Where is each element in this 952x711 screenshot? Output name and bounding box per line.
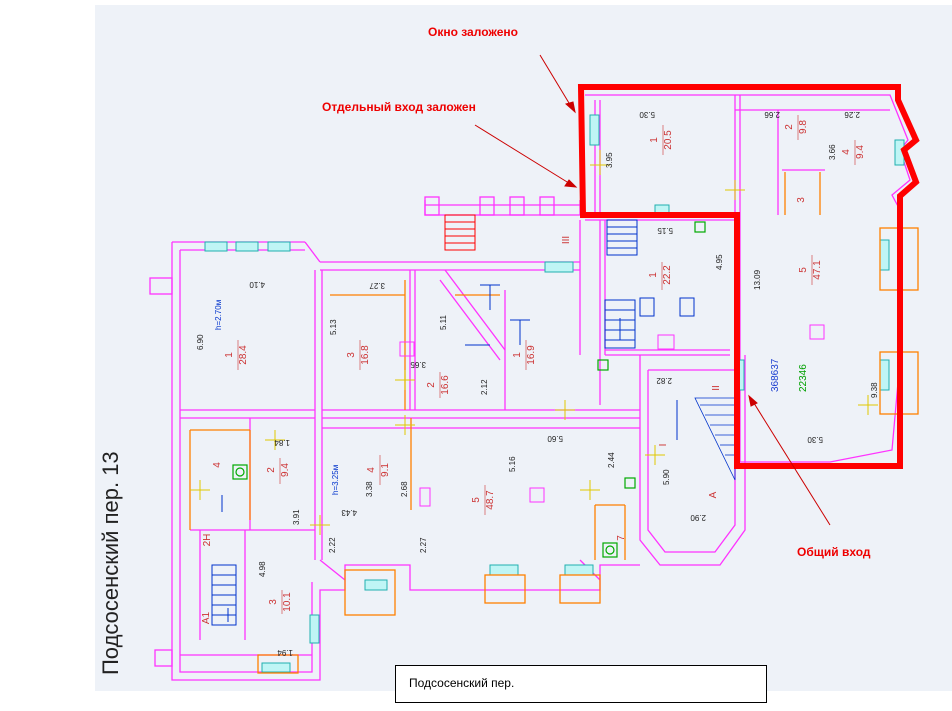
- room-number: 1: [649, 137, 660, 143]
- ceiling-height: h=3.25м: [331, 465, 340, 495]
- dimension: 3.65: [410, 360, 426, 369]
- room-number: 2: [266, 467, 277, 473]
- room-area: 9.4: [280, 463, 291, 477]
- dimension: 2.26: [844, 110, 860, 119]
- dimension: 2.12: [480, 379, 489, 395]
- highlighted-area-outline: [577, 84, 920, 469]
- dimension: 13.09: [753, 269, 762, 290]
- room-number: 4: [841, 149, 852, 155]
- room-area: 16.8: [360, 345, 371, 365]
- dimension: 1.94: [277, 648, 293, 657]
- room-number: I: [658, 444, 669, 447]
- equipment-icons: [232, 221, 706, 558]
- street-side-label: Подсосенский пер. 13: [98, 451, 123, 675]
- plan-background: [95, 5, 952, 691]
- dimension: 3.38: [365, 481, 374, 497]
- dimension: 2.82: [656, 376, 672, 385]
- room-area: 47.1: [812, 260, 823, 280]
- dimension: 2.27: [419, 537, 428, 553]
- dimension: 3.66: [828, 144, 837, 160]
- dimension-labels: 5.30 2.66 2.26 3.95 3.66 13.09 4.95 5.15…: [196, 110, 879, 657]
- dimension: 2.68: [400, 481, 409, 497]
- red-stairs: [444, 214, 476, 251]
- room-number: 5: [471, 497, 482, 503]
- room-number: 5: [798, 267, 809, 273]
- room-number: 3: [268, 599, 279, 605]
- dimension: 2.22: [328, 537, 337, 553]
- room-number: 3: [796, 197, 807, 203]
- room-area: 9.4: [855, 145, 866, 159]
- room-area: 9.1: [380, 463, 391, 477]
- room-number: 2Н: [202, 534, 213, 547]
- dimension: 2.44: [607, 452, 616, 468]
- dimension: 5.30: [807, 435, 823, 444]
- room-number: II: [711, 385, 722, 391]
- room-number: 2: [784, 124, 795, 130]
- dimension: 3.91: [292, 509, 301, 525]
- dimension: 5.15: [657, 226, 673, 235]
- separate-entrance-label: Отдельный вход заложен: [322, 100, 476, 114]
- room-area: 48.7: [485, 490, 496, 510]
- dimension: 5.11: [439, 314, 448, 330]
- ceiling-height: h=2.70м: [214, 300, 223, 330]
- dimension: 5.60: [547, 434, 563, 443]
- dimension: 9.38: [870, 382, 879, 398]
- room-area: 10.1: [282, 592, 293, 612]
- dimension: 2.66: [764, 110, 780, 119]
- common-entrance-label: Общий вход: [797, 545, 871, 559]
- room-number: A1: [201, 611, 212, 624]
- dimension: 4.10: [249, 280, 265, 289]
- room-number: 1: [512, 352, 523, 358]
- room-area: 22.2: [662, 265, 673, 285]
- dimension: 5.90: [662, 469, 671, 485]
- room-number: 1: [224, 352, 235, 358]
- inventory-code-blue: 368637: [770, 358, 781, 392]
- dimension: 3.95: [605, 152, 614, 168]
- dimension: 4.43: [341, 508, 357, 517]
- room-number: 7: [616, 535, 627, 541]
- street-label-box: Подсосенский пер.: [395, 665, 767, 703]
- dimension: 6.90: [196, 334, 205, 350]
- window-blocked-label: Окно заложено: [428, 25, 518, 39]
- room-area: 28.4: [238, 345, 249, 365]
- dimension: 5.13: [329, 319, 338, 335]
- dimension: 2.90: [690, 513, 706, 522]
- dimension: 1.84: [274, 438, 290, 447]
- inventory-code-green: 22346: [798, 364, 809, 392]
- ceiling-heights: h=2.70м h=3.25м: [214, 300, 340, 495]
- room-number: 4: [366, 467, 377, 473]
- room-area: 20.5: [663, 130, 674, 150]
- stairs: [211, 219, 695, 626]
- room-number: 2: [426, 382, 437, 388]
- room-area: 9.8: [798, 120, 809, 134]
- room-number: 3: [346, 352, 357, 358]
- room-number: III: [561, 236, 572, 244]
- dimension: 5.30: [639, 110, 655, 119]
- dimension: 5.16: [508, 456, 517, 472]
- column-markers: [399, 324, 825, 507]
- room-area: 16.9: [526, 345, 537, 365]
- room-number: A: [708, 491, 719, 498]
- room-number: 1: [648, 272, 659, 278]
- room-label-rules: [237, 115, 856, 614]
- dimension: 4.98: [258, 561, 267, 577]
- dimension: 3.27: [369, 281, 385, 290]
- cross-marks: [190, 150, 878, 535]
- annotation-arrows: [474, 54, 831, 526]
- room-number: 4: [212, 462, 223, 468]
- dimension: 4.95: [715, 254, 724, 270]
- room-area: 16.6: [440, 375, 451, 395]
- stair-fill: [694, 397, 736, 481]
